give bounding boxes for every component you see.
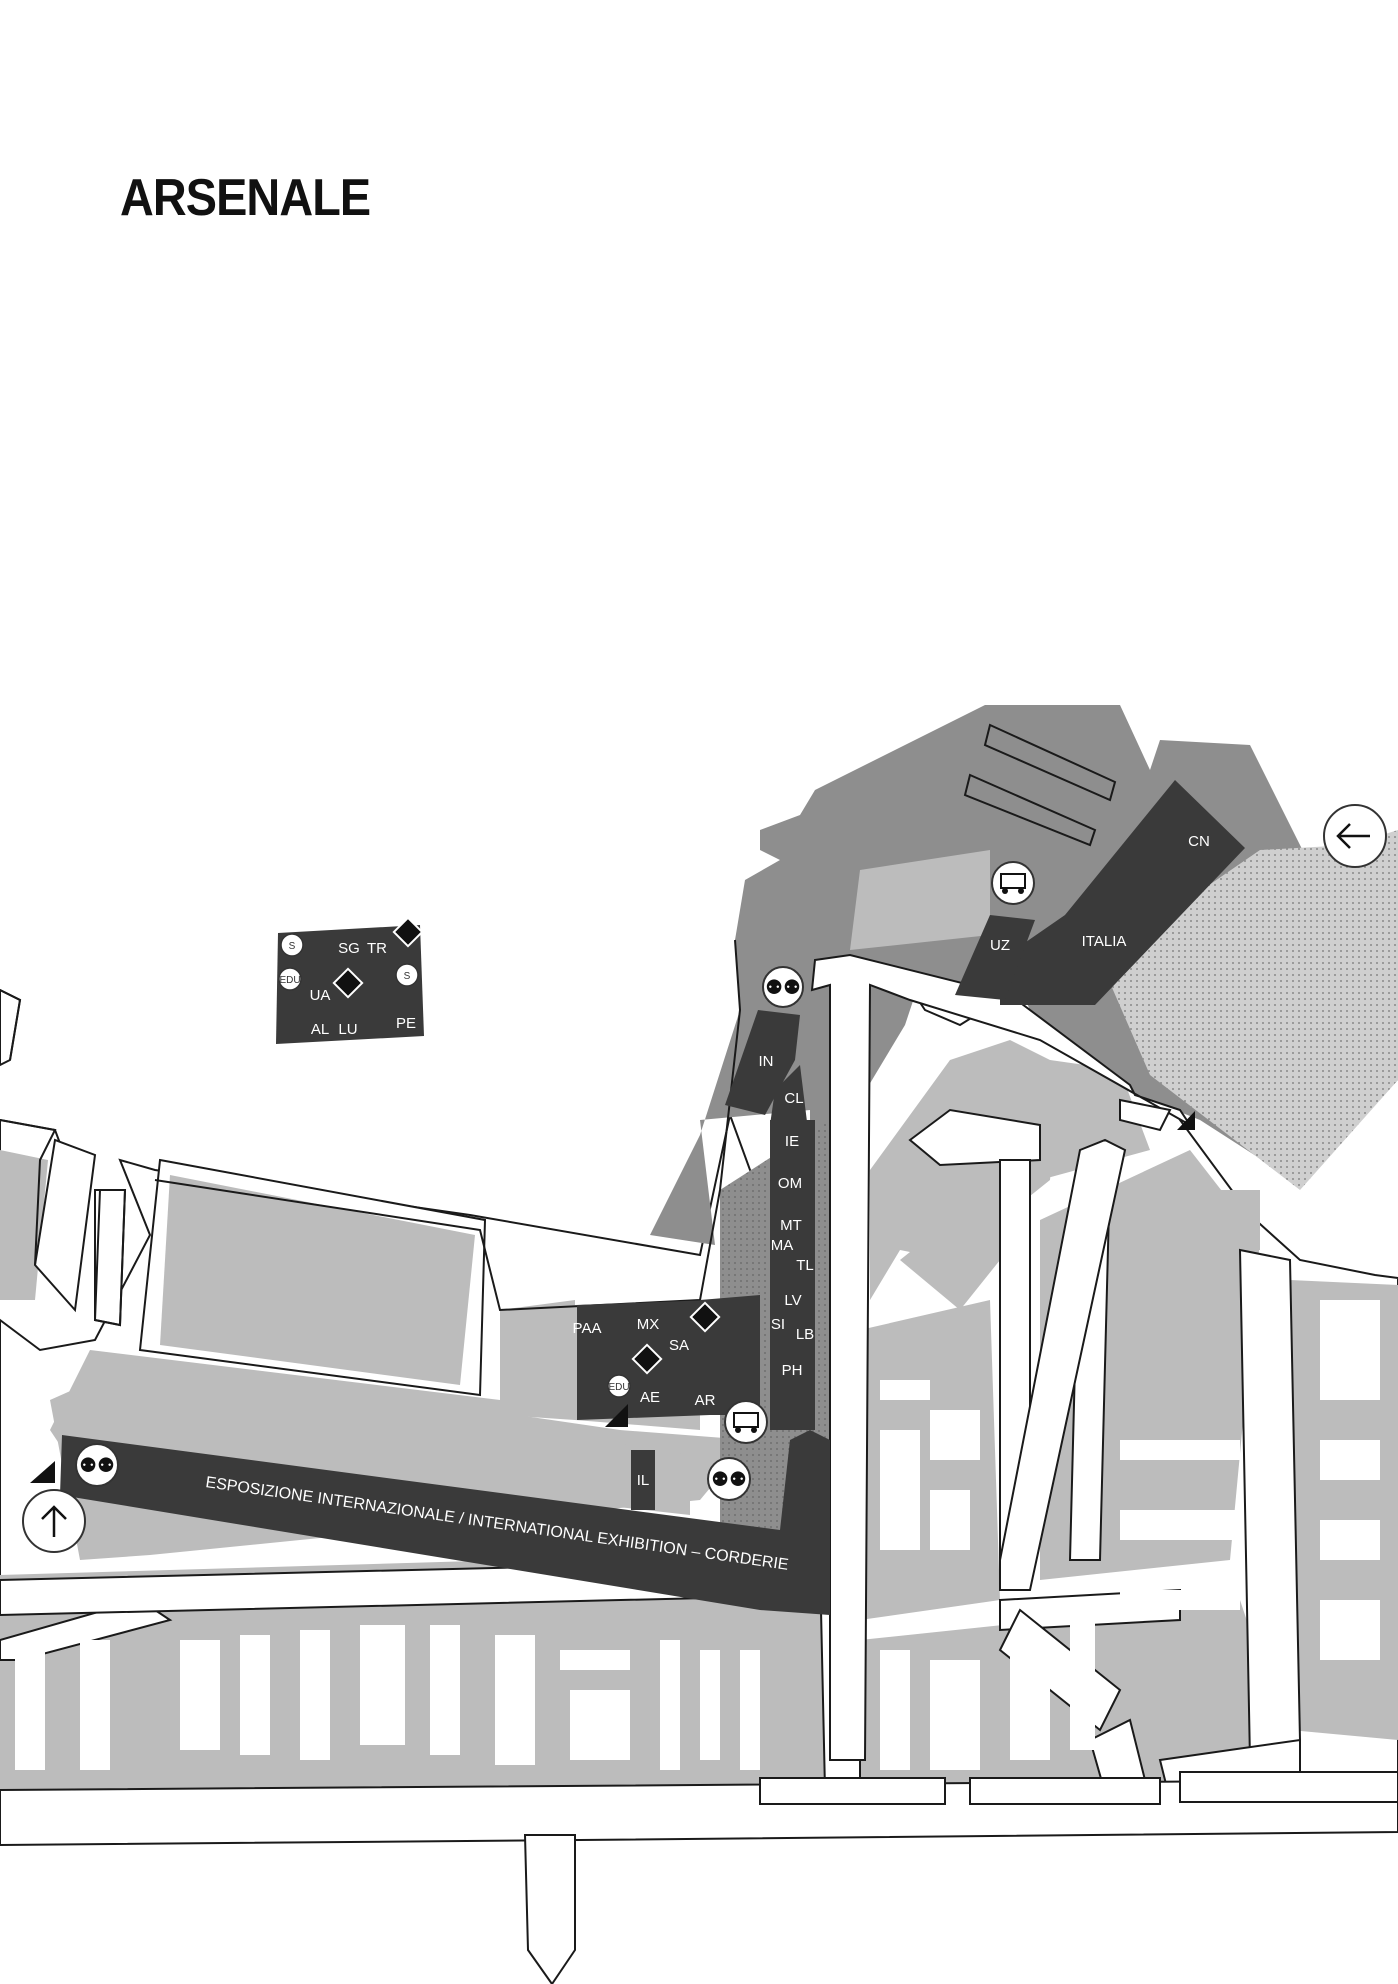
inner-block [500,1300,575,1420]
pavilion-ie-label: IE [785,1133,799,1150]
piers [963,723,1117,847]
inner-canals [810,953,1191,1761]
pavilion-mt-label: MT [780,1217,802,1234]
shuttle-cart-icon [724,861,1035,1444]
pavilion-s2-label: S [404,971,411,982]
pavilion-paa-label: PAA [573,1320,602,1337]
pavilion-tl-label: TL [796,1257,814,1274]
pavilion-cn-label: CN [1188,833,1210,850]
pavilion-edu2-label: EDU [608,1382,629,1393]
pavilion-tr-label: TR [367,940,387,957]
pavilion-al-label: AL [311,1021,329,1038]
pavilion-lv-label: LV [784,1292,801,1309]
page-title: ARSENALE [120,169,371,227]
pavilion-italia-label: ITALIA [1082,933,1127,950]
arrow-left-icon[interactable] [1323,804,1387,868]
pavilion-il-label: IL [637,1472,650,1489]
restroom-icon: ⚉⚉ ⚉⚉ ⚉⚉ [75,966,804,1501]
pavilion-cl-label: CL [784,1090,803,1107]
west-hall [50,1350,690,1515]
streets [0,1108,1398,1984]
pavilion-edu-label: EDU [279,975,300,986]
triangle-access-icon [30,1111,1195,1483]
diamond-marker-icon [332,916,721,1375]
pavilion-sg-label: SG [338,940,360,957]
pavilion-ar-label: AR [695,1392,716,1409]
arrow-up-icon[interactable] [22,1489,86,1553]
warehouse-block [160,1175,475,1385]
pavilion-om-label: OM [778,1175,802,1192]
pavilion-pe-label: PE [396,1015,416,1032]
pavilion-ae-label: AE [640,1389,660,1406]
svg-text:⚉⚉: ⚉⚉ [79,1453,115,1477]
pavilion-ma-label: MA [771,1237,794,1254]
pavilion-si-label: SI [771,1316,785,1333]
pavilion-uz-label: UZ [990,937,1010,954]
svg-text:⚉⚉: ⚉⚉ [765,975,801,999]
pavilion-ph-label: PH [782,1362,803,1379]
pavilion-lu-label: LU [338,1021,357,1038]
svg-text:⚉⚉: ⚉⚉ [711,1467,747,1491]
pavilion-ua-label: UA [310,987,331,1004]
south-buildings [15,1300,1380,1770]
pavilion-lb-label: LB [796,1326,814,1343]
pavilion-s-label: S [289,941,296,952]
pavilion-sa-label: SA [669,1337,689,1354]
pavilion-mx-label: MX [637,1316,660,1333]
pavilion-in-label: IN [759,1053,774,1070]
